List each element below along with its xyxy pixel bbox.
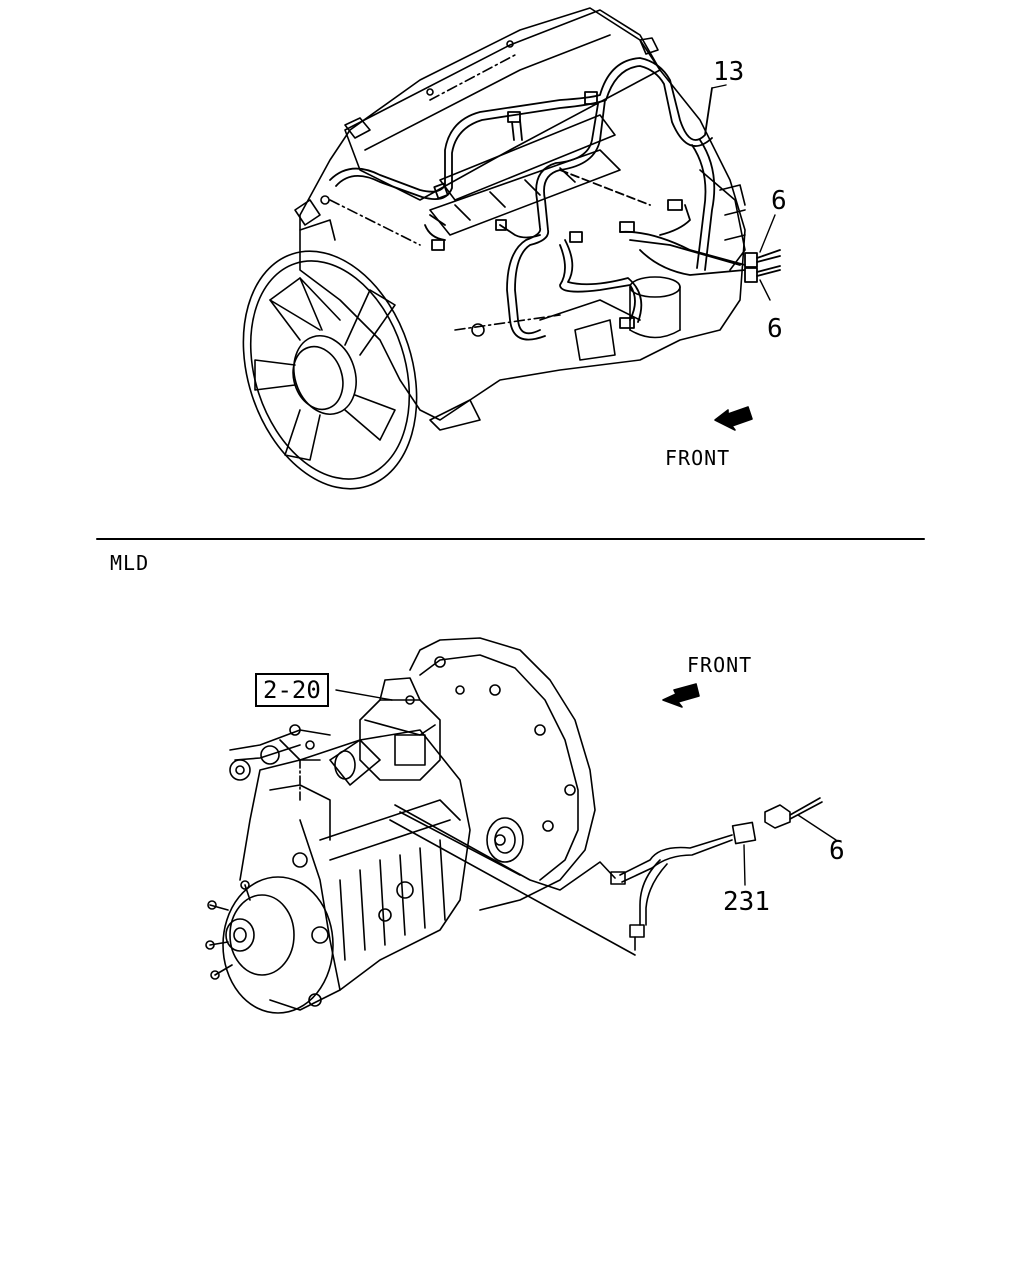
engine-wire-harness (329, 57, 781, 341)
top-callout-leaders (711, 84, 776, 301)
top-front-arrow (714, 406, 753, 431)
callout-231: 231 (723, 887, 770, 917)
callout-13: 13 (713, 57, 745, 87)
callout-6-upper: 6 (771, 186, 787, 216)
cooling-fan-illustration (242, 250, 418, 490)
section-label-mld: MLD (110, 551, 150, 575)
callout-6-bottom: 6 (829, 836, 845, 866)
reference-box-2-20: 2-20 (255, 673, 329, 707)
transmission-illustration (205, 637, 596, 1014)
transmission-wire-harness (389, 797, 823, 956)
bottom-front-arrow (662, 683, 700, 708)
bottom-front-label: FRONT (687, 653, 753, 677)
top-front-label: FRONT (665, 446, 731, 470)
bottom-callout-leaders (335, 689, 837, 886)
engine-illustration (294, 7, 746, 431)
callout-6-lower: 6 (767, 314, 783, 344)
